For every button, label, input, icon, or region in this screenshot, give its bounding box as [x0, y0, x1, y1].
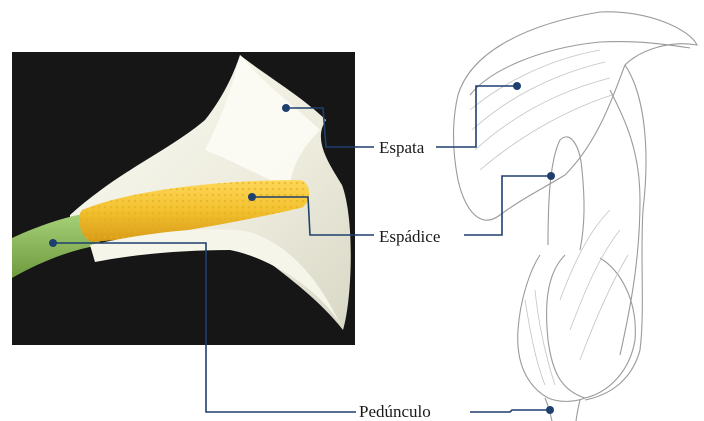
label-pedunculo: Pedúnculo [359, 403, 431, 420]
dot-pedunculo-sketch [546, 406, 554, 414]
sketch-base-right [547, 255, 636, 398]
dot-espata-photo [282, 104, 290, 112]
sketch-spathe-outline [454, 12, 698, 220]
flower-photo [12, 52, 355, 345]
leader-pedunculo-sketch [470, 410, 550, 412]
label-espadice: Espádice [379, 228, 440, 245]
dot-espadice-photo [248, 193, 256, 201]
leader-espadice-sketch [464, 176, 551, 235]
leader-espata-sketch [436, 86, 517, 147]
label-espata: Espata [379, 139, 424, 156]
sketch-spadix [548, 137, 584, 250]
flower-sketch [454, 12, 698, 421]
dot-espadice-sketch [547, 172, 555, 180]
dot-pedunculo-photo [49, 239, 57, 247]
sketch-spathe-fold [610, 90, 640, 355]
sketch-hatching [470, 50, 628, 385]
sketch-spathe-right [585, 65, 646, 400]
dot-espata-sketch [513, 82, 521, 90]
